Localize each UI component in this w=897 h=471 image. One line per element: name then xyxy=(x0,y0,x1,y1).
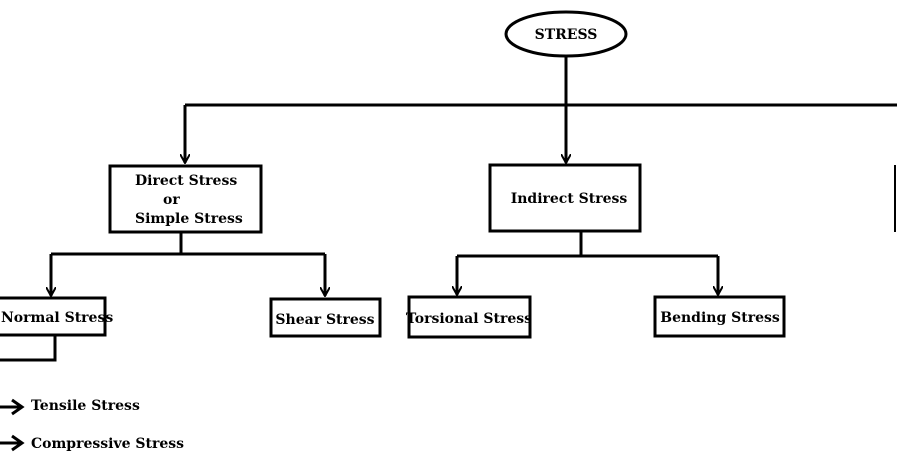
bending-stress-box xyxy=(653,295,786,338)
shear-stress-box xyxy=(269,297,382,338)
direct-stress-label-line3: Simple Stress xyxy=(135,211,243,227)
normal-stress-box xyxy=(0,296,107,337)
direct-stress-label-line1: Direct Stress xyxy=(135,173,237,189)
indirect-stress-label: Indirect Stress xyxy=(511,191,628,207)
torsional-stress-label: Torsional Stress xyxy=(406,311,532,327)
compressive-arrow-icon xyxy=(0,434,25,452)
tensile-stress-label: Tensile Stress xyxy=(31,398,140,414)
tensile-arrow-icon xyxy=(0,398,25,416)
torsional-stress-box xyxy=(407,295,532,339)
normal-stress-label: Normal Stress xyxy=(1,310,113,326)
root-connectors xyxy=(185,56,897,163)
bending-stress-label: Bending Stress xyxy=(660,310,780,326)
shear-stress-label: Shear Stress xyxy=(275,312,374,328)
direct-stress-label-line2: or xyxy=(163,192,180,208)
root-node-label: STRESS xyxy=(535,27,598,43)
indirect-stress-box xyxy=(488,163,642,233)
normal-stress-connector xyxy=(0,336,57,362)
indirect-connectors xyxy=(457,232,718,295)
direct-stress-box xyxy=(108,164,263,234)
compressive-stress-label: Compressive Stress xyxy=(31,436,184,452)
direct-connectors xyxy=(51,233,325,296)
